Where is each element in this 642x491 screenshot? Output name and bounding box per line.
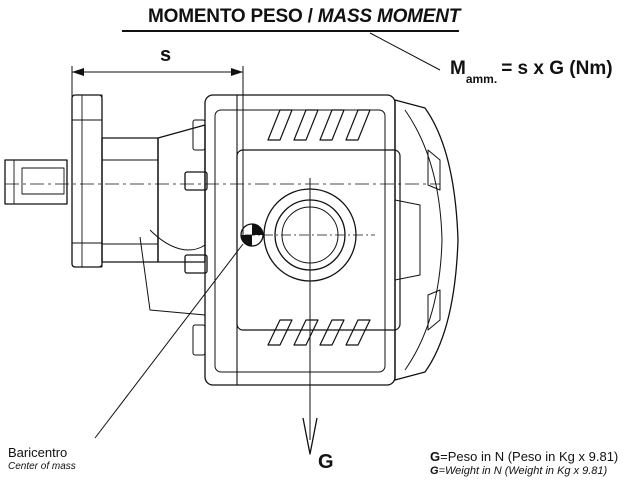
slot xyxy=(267,319,293,346)
bolt-upper xyxy=(192,119,206,151)
dimension-arrow-left xyxy=(72,68,84,76)
housing-curve xyxy=(149,229,206,251)
note-line2: G=Weight in N (Weight in Kg x 9.81) xyxy=(430,464,618,479)
mounting-flange xyxy=(71,94,103,268)
diagram-title: MOMENTO PESO / MASS MOMENT xyxy=(148,6,460,28)
cooling-slots-top xyxy=(267,109,371,141)
weight-definition-note: G=Peso in N (Peso in Kg x 9.81) G=Weight… xyxy=(430,449,618,479)
slot xyxy=(293,109,319,141)
shaft-key xyxy=(21,167,65,195)
note-line2-symbol: G xyxy=(430,465,439,477)
weight-g-label: G xyxy=(318,451,334,473)
pump-body-inner xyxy=(214,109,386,373)
center-of-mass-leader xyxy=(94,243,244,439)
note-line1-symbol: G xyxy=(430,449,441,464)
slot xyxy=(345,109,371,141)
slot xyxy=(345,319,371,346)
center-of-mass-label: Baricentro Center of mass xyxy=(8,446,76,473)
formula-leader-line xyxy=(369,32,441,71)
end-cap-boss xyxy=(394,199,421,281)
slot xyxy=(267,109,293,141)
end-cap-fin-lower xyxy=(427,289,441,331)
formula-m: M xyxy=(450,58,466,79)
bolt-lower xyxy=(192,324,206,356)
distance-s-label: s xyxy=(160,44,172,66)
cooling-slots-bottom xyxy=(267,319,371,346)
formula-rest: = s x G (Nm) xyxy=(501,58,613,79)
com-quadrant-1 xyxy=(252,224,263,235)
title-italian: MOMENTO PESO / xyxy=(148,6,313,27)
weight-arrow-head xyxy=(302,417,318,455)
com-quadrant-3 xyxy=(241,235,252,246)
slot xyxy=(293,319,319,346)
bolt-head-upper xyxy=(184,171,208,191)
port-face xyxy=(236,149,401,331)
note-line2-text: =Weight in N (Weight in Kg x 9.81) xyxy=(438,465,608,477)
formula-subscript: amm. xyxy=(465,72,498,86)
end-cap-rib xyxy=(404,109,443,371)
note-line1-text: =Peso in N (Peso in Kg x 9.81) xyxy=(440,449,619,464)
end-cap xyxy=(394,99,459,381)
slot xyxy=(319,109,345,141)
center-of-mass-english: Center of mass xyxy=(8,461,76,472)
title-english: MASS MOMENT xyxy=(317,6,461,27)
pump-body xyxy=(204,94,396,386)
center-of-mass-italian: Baricentro xyxy=(8,445,68,460)
title-underline xyxy=(122,30,459,32)
mass-moment-formula: Mamm.= s x G (Nm) xyxy=(450,58,613,86)
dimension-arrow-right xyxy=(231,68,243,76)
flange-neck xyxy=(101,137,159,263)
end-cap-fin-upper xyxy=(427,149,441,191)
shaft xyxy=(4,159,68,205)
tapered-body xyxy=(157,124,206,263)
flange-face xyxy=(81,94,103,268)
note-line1: G=Peso in N (Peso in Kg x 9.81) xyxy=(430,449,618,464)
slot xyxy=(319,319,345,346)
lower-housing xyxy=(139,236,206,316)
bolt-head-lower xyxy=(184,254,208,274)
